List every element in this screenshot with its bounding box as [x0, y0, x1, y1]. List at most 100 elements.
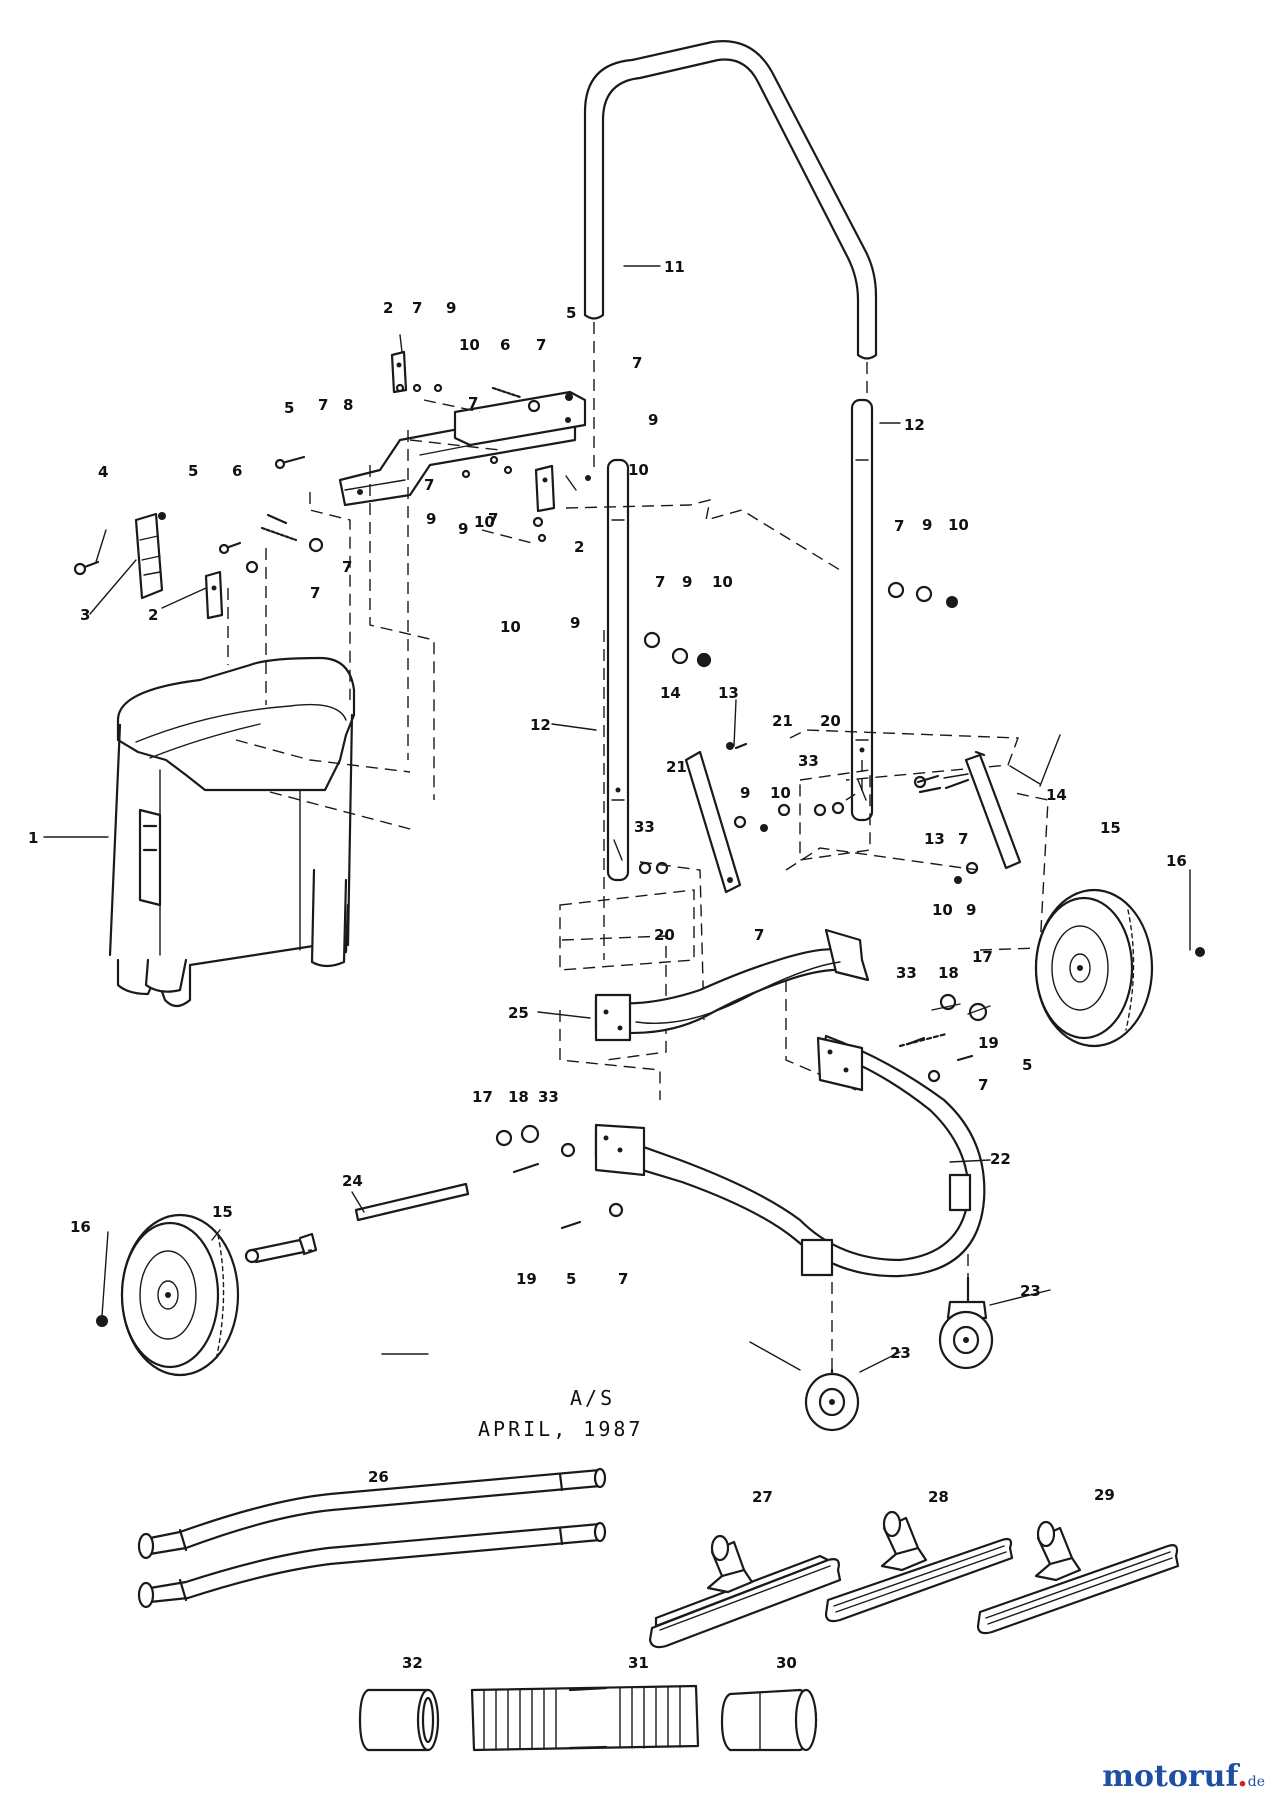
- screw-part-4: [73, 560, 100, 576]
- latch-part-2-left: [204, 570, 224, 620]
- callout-23: 23: [890, 1344, 911, 1362]
- wheel-part-15-left: [120, 1213, 240, 1377]
- callout-16: 16: [1166, 852, 1187, 870]
- callout-2: 2: [383, 299, 393, 317]
- watermark-name: motoruf: [1102, 1759, 1238, 1794]
- watermark-tld: de: [1247, 1774, 1265, 1790]
- adapter-part-30: [720, 1688, 818, 1752]
- callout-17: 17: [472, 1088, 493, 1106]
- callout-12: 12: [530, 716, 551, 734]
- callout-10: 10: [948, 516, 969, 534]
- callout-7: 7: [310, 584, 320, 602]
- adapter-part-32: [358, 1688, 440, 1752]
- callout-9: 9: [570, 614, 580, 632]
- callout-14: 14: [1046, 786, 1067, 804]
- guide-lines: [227, 399, 1049, 1380]
- callout-11: 11: [664, 258, 685, 276]
- callout-7: 7: [318, 396, 328, 414]
- callout-15: 15: [212, 1203, 233, 1221]
- callout-13: 13: [924, 830, 945, 848]
- callout-3: 3: [80, 606, 90, 624]
- callout-9: 9: [966, 901, 976, 919]
- upright-tube-right-12: [850, 398, 874, 822]
- callout-5: 5: [1022, 1056, 1032, 1074]
- clamp-part-3: [134, 512, 166, 600]
- floor-nozzle-part-27: [648, 1534, 842, 1649]
- callout-7: 7: [468, 394, 478, 412]
- callout-10: 10: [474, 513, 495, 531]
- callout-7: 7: [412, 299, 422, 317]
- part-callouts: 1 2 2 2 3 4 5 5 5 5 5 6 6 7 7 7 7 7 7 7 …: [28, 258, 1187, 1672]
- callout-9: 9: [426, 510, 436, 528]
- callout-9: 9: [648, 411, 658, 429]
- callout-7: 7: [655, 573, 665, 591]
- callout-26: 26: [368, 1468, 389, 1486]
- callout-17: 17: [972, 948, 993, 966]
- callout-5: 5: [566, 304, 576, 322]
- revision-code: A/S: [570, 1386, 615, 1410]
- latch-part-2-top: [390, 350, 408, 394]
- callout-33: 33: [634, 818, 655, 836]
- callout-1: 1: [28, 829, 38, 847]
- callout-18: 18: [938, 964, 959, 982]
- brace-part-14-left: [684, 750, 742, 894]
- callout-9: 9: [682, 573, 692, 591]
- callout-10: 10: [500, 618, 521, 636]
- callout-5: 5: [566, 1270, 576, 1288]
- callout-21: 21: [772, 712, 793, 730]
- bracket-part-20-right: [799, 769, 871, 861]
- leader-lines: [43, 265, 1191, 1373]
- watermark-logo: motoruf.de: [1102, 1759, 1265, 1794]
- callout-7: 7: [342, 558, 352, 576]
- callout-24: 24: [342, 1172, 363, 1190]
- upright-tube-left-12: [606, 458, 630, 882]
- callout-7: 7: [754, 926, 764, 944]
- watermark-dot: .: [1237, 1759, 1248, 1794]
- callout-12: 12: [904, 416, 925, 434]
- callout-2: 2: [574, 538, 584, 556]
- hose-part-31: [470, 1684, 700, 1752]
- callout-25: 25: [508, 1004, 529, 1022]
- callout-10: 10: [932, 901, 953, 919]
- callout-22: 22: [990, 1150, 1011, 1168]
- callout-33: 33: [538, 1088, 559, 1106]
- tank-part-1: [108, 656, 356, 1008]
- callout-7: 7: [536, 336, 546, 354]
- callout-10: 10: [712, 573, 733, 591]
- latch-part-2-mid: [534, 464, 556, 513]
- callout-13: 13: [718, 684, 739, 702]
- axle-part-24: [244, 1182, 470, 1264]
- callout-29: 29: [1094, 1486, 1115, 1504]
- floor-nozzle-part-28: [824, 1510, 1014, 1623]
- callout-9: 9: [446, 299, 456, 317]
- callout-7: 7: [978, 1076, 988, 1094]
- callout-20: 20: [820, 712, 841, 730]
- hardware-bolts: [96, 383, 1205, 1327]
- callout-6: 6: [500, 336, 510, 354]
- callout-14: 14: [660, 684, 681, 702]
- callout-19: 19: [978, 1034, 999, 1052]
- callout-2: 2: [148, 606, 158, 624]
- upper-band-part-25: [594, 928, 870, 1042]
- wheel-part-15-right: [1034, 888, 1154, 1048]
- callout-15: 15: [1100, 819, 1121, 837]
- callout-19: 19: [516, 1270, 537, 1288]
- wand-part-26: [137, 1467, 607, 1609]
- callout-5: 5: [188, 462, 198, 480]
- floor-nozzle-part-29: [976, 1520, 1180, 1635]
- callout-8: 8: [343, 396, 353, 414]
- callout-23: 23: [1020, 1282, 1041, 1300]
- callout-28: 28: [928, 1488, 949, 1506]
- handle-part-11: [583, 40, 878, 360]
- callout-18: 18: [508, 1088, 529, 1106]
- callout-6: 6: [232, 462, 242, 480]
- callout-27: 27: [752, 1488, 773, 1506]
- callout-33: 33: [798, 752, 819, 770]
- callout-9: 9: [740, 784, 750, 802]
- bracket-plate: [453, 390, 587, 447]
- callout-5: 5: [284, 399, 294, 417]
- callout-10: 10: [628, 461, 649, 479]
- base-frame-part-22: [594, 1034, 986, 1278]
